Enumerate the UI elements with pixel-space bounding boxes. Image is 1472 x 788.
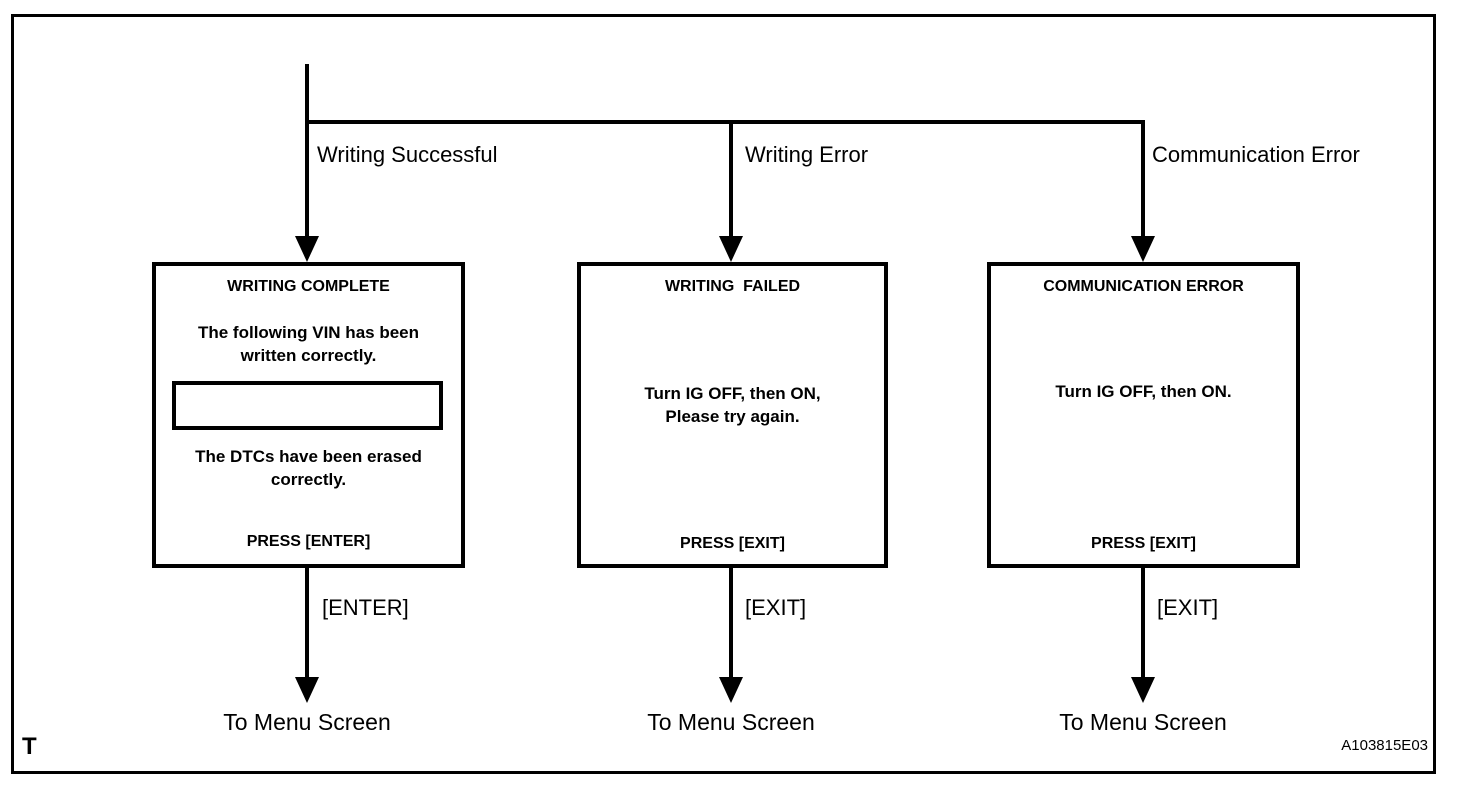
vin-value-field bbox=[172, 381, 443, 430]
flow-line-to-menu-3 bbox=[1141, 568, 1145, 678]
destination-label: To Menu Screen bbox=[647, 709, 815, 735]
key-label-exit: [EXIT] bbox=[745, 595, 807, 620]
branch-label-writing-successful: Writing Successful bbox=[317, 142, 498, 167]
screen-communication-error: COMMUNICATION ERROR Turn IG OFF, then ON… bbox=[987, 262, 1300, 568]
branch-connector-line bbox=[305, 120, 1145, 124]
arrowhead-down-icon bbox=[295, 236, 319, 262]
arrowhead-down-icon bbox=[295, 677, 319, 703]
flow-line-to-menu-1 bbox=[305, 568, 309, 678]
arrowhead-down-icon bbox=[719, 236, 743, 262]
screen-writing-complete: WRITING COMPLETE The following VIN has b… bbox=[152, 262, 465, 568]
screen-title: WRITING COMPLETE bbox=[227, 278, 390, 295]
destination-label: To Menu Screen bbox=[1059, 709, 1227, 735]
incoming-flow-line bbox=[305, 64, 309, 238]
key-label-exit: [EXIT] bbox=[1157, 595, 1219, 620]
flow-line-communication-error bbox=[1141, 120, 1145, 238]
arrowhead-down-icon bbox=[1131, 236, 1155, 262]
branch-label-writing-error: Writing Error bbox=[745, 142, 869, 167]
screen-message: Turn IG OFF, then ON. bbox=[1055, 382, 1232, 401]
arrowhead-down-icon bbox=[1131, 677, 1155, 703]
screen-message-bottom: The DTCs have been erased correctly. bbox=[195, 447, 422, 489]
figure-code: A103815E03 bbox=[1341, 737, 1428, 754]
screen-message: Turn IG OFF, then ON, Please try again. bbox=[644, 384, 821, 426]
destination-label: To Menu Screen bbox=[223, 709, 391, 735]
key-label-enter: [ENTER] bbox=[322, 595, 409, 620]
screen-title: COMMUNICATION ERROR bbox=[1043, 278, 1244, 295]
flow-line-writing-error bbox=[729, 120, 733, 238]
flow-line-to-menu-2 bbox=[729, 568, 733, 678]
screen-title: WRITING FAILED bbox=[664, 278, 801, 295]
figure-corner-label: T bbox=[22, 733, 37, 760]
branch-label-communication-error: Communication Error bbox=[1152, 142, 1360, 167]
arrowhead-down-icon bbox=[719, 677, 743, 703]
screen-message-top: The following VIN has been written corre… bbox=[197, 323, 420, 365]
screen-writing-failed: WRITING FAILED Turn IG OFF, then ON, Ple… bbox=[577, 262, 888, 568]
press-instruction: PRESS [ENTER] bbox=[246, 533, 371, 550]
press-instruction: PRESS [EXIT] bbox=[1091, 535, 1196, 552]
press-instruction: PRESS [EXIT] bbox=[680, 535, 785, 552]
